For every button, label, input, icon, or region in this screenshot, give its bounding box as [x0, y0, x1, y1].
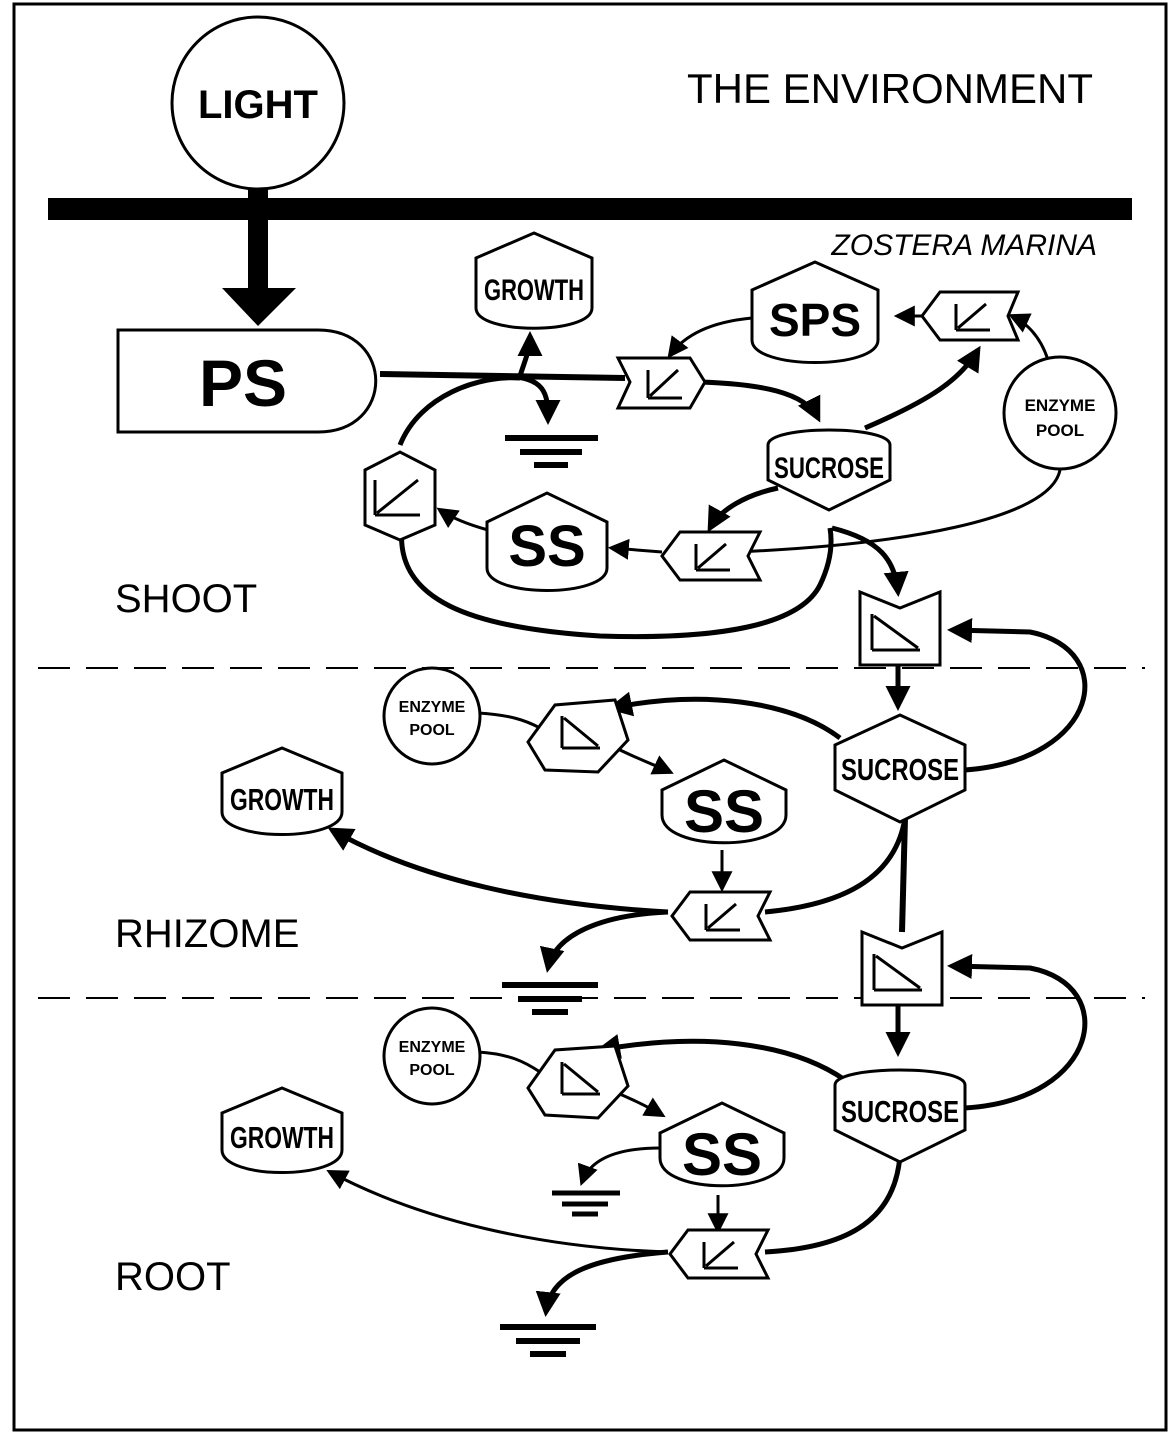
sucrose-to-sps-gate [864, 345, 981, 431]
rhizome-sucrose-node: SUCROSE [833, 713, 967, 824]
root-feedback-loop [947, 954, 1088, 1111]
shoot-growth-node: GROWTH [474, 231, 594, 330]
shoot-heat-sink-icon [505, 435, 598, 468]
shoot-growth-label: GROWTH [484, 274, 584, 307]
ss-gate-to-ss [607, 538, 663, 560]
root-enzyme-line1: ENZYME [399, 1039, 466, 1056]
shoot-sucrose-node: SUCROSE [766, 428, 892, 512]
rhizome-label: RHIZOME [115, 912, 299, 956]
sps-to-ps-gate [667, 316, 753, 359]
environment-label: THE ENVIRONMENT [687, 65, 1093, 112]
shoot-enzyme-pool-node: ENZYME POOL [1002, 355, 1118, 471]
rhizome-transport-gate-icon [860, 929, 944, 1007]
rhizome-uptake-gate-icon [526, 698, 630, 774]
root-growth-label: GROWTH [230, 1120, 334, 1155]
root-enzyme-to-gate [477, 1050, 541, 1074]
ps-label: PS [199, 346, 287, 420]
gate-to-shoot-sucrose [699, 379, 821, 423]
shoot-return-gate-icon [363, 450, 437, 542]
rhizome-growth-node: GROWTH [220, 746, 344, 836]
rhizome-sucrose-to-out-gate [764, 817, 908, 915]
rhizome-growth-label: GROWTH [230, 782, 334, 817]
root-ss-heat-sink-icon [552, 1190, 620, 1217]
shoot-ss-return-loop [399, 527, 834, 640]
shoot-label: SHOOT [115, 577, 257, 621]
rhizome-enzyme-line2: POOL [409, 722, 455, 739]
rhizome-heat-sink-icon [502, 982, 598, 1015]
root-label: ROOT [115, 1255, 231, 1299]
root-ss-node: SS [658, 1101, 786, 1188]
sucrose-to-ss-gate [707, 485, 779, 533]
shoot-sucrose-label: SUCROSE [774, 452, 884, 485]
environment-boundary [48, 198, 1132, 220]
rhizome-enzyme-pool-node: ENZYME POOL [382, 666, 482, 766]
root-sucrose-node: SUCROSE [833, 1068, 967, 1164]
root-sucrose-label: SUCROSE [841, 1094, 959, 1129]
ss-to-gate [436, 507, 489, 532]
root-ss-to-heat [577, 1146, 661, 1186]
root-enzyme-pool-node: ENZYME POOL [382, 1006, 482, 1106]
shoot-ps-gate-icon [615, 356, 707, 410]
rhizome-sucrose-label: SUCROSE [841, 752, 959, 787]
enzyme-to-sps-gate [1008, 313, 1050, 361]
root-sucrose-to-out-gate [764, 1154, 903, 1255]
root-to-heat [535, 1249, 669, 1317]
rhizome-output-gate-icon [670, 890, 773, 942]
rhizome-enzyme-line1: ENZYME [399, 699, 466, 716]
light-flow-arrowhead [222, 288, 296, 326]
species-label: ZOSTERA MARINA [830, 229, 1097, 262]
root-sucrose-to-gate [595, 1034, 847, 1083]
root-to-growth [326, 1170, 669, 1254]
root-enzyme-line2: POOL [409, 1062, 455, 1079]
rhizome-enzyme-to-gate [477, 711, 541, 730]
shoot-sucrose-to-transport [831, 525, 909, 597]
sps-gate-icon [920, 290, 1021, 342]
rhizome-sucrose-to-gate [607, 691, 842, 740]
shoot-enzyme-line1: ENZYME [1025, 396, 1096, 415]
photosynthesis-node: PS [116, 328, 378, 434]
root-ss-label: SS [682, 1121, 762, 1188]
shoot-ss-label: SS [508, 514, 585, 579]
shoot-transport-gate-icon [858, 589, 942, 667]
enzyme-to-ss-gate [734, 469, 1062, 554]
sps-label: SPS [769, 294, 861, 346]
light-source-node: LIGHT [170, 15, 346, 191]
rhizome-ss-label: SS [684, 778, 764, 845]
root-uptake-gate-icon [526, 1044, 630, 1120]
rhizome-ss-node: SS [660, 758, 788, 845]
rhizome-feedback-loop [947, 618, 1088, 773]
diagram-frame [12, 2, 1168, 1432]
shoot-ss-node: SS [485, 491, 609, 592]
ps-to-heat [504, 373, 561, 425]
sps-node: SPS [750, 260, 880, 364]
root-output-gate-icon [668, 1228, 771, 1280]
root-heat-sink-icon [500, 1324, 596, 1357]
shoot-enzyme-line2: POOL [1036, 421, 1084, 440]
shoot-ss-gate-icon [660, 530, 763, 582]
ss-gate-to-ps-loop [397, 375, 521, 446]
light-label: LIGHT [198, 83, 318, 127]
ps-to-growth [517, 331, 543, 377]
rhizome-to-heat [539, 909, 669, 973]
rhizome-to-growth [327, 827, 669, 915]
root-growth-node: GROWTH [220, 1086, 344, 1174]
rhizome-sucrose-to-transport [899, 817, 908, 933]
